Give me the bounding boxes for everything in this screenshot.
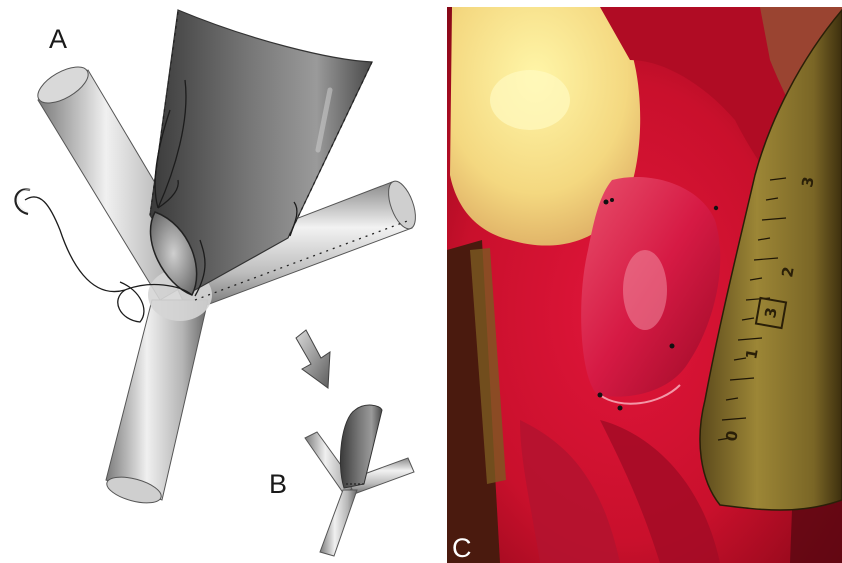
panel-c-photo: 3 2 3 1 0 [447, 7, 842, 563]
panel-label-b: B [269, 469, 287, 499]
panel-label-a: A [49, 24, 67, 54]
transition-arrow [296, 330, 330, 388]
panel-b-illustration [305, 405, 414, 556]
panel-label-c: C [452, 533, 472, 563]
